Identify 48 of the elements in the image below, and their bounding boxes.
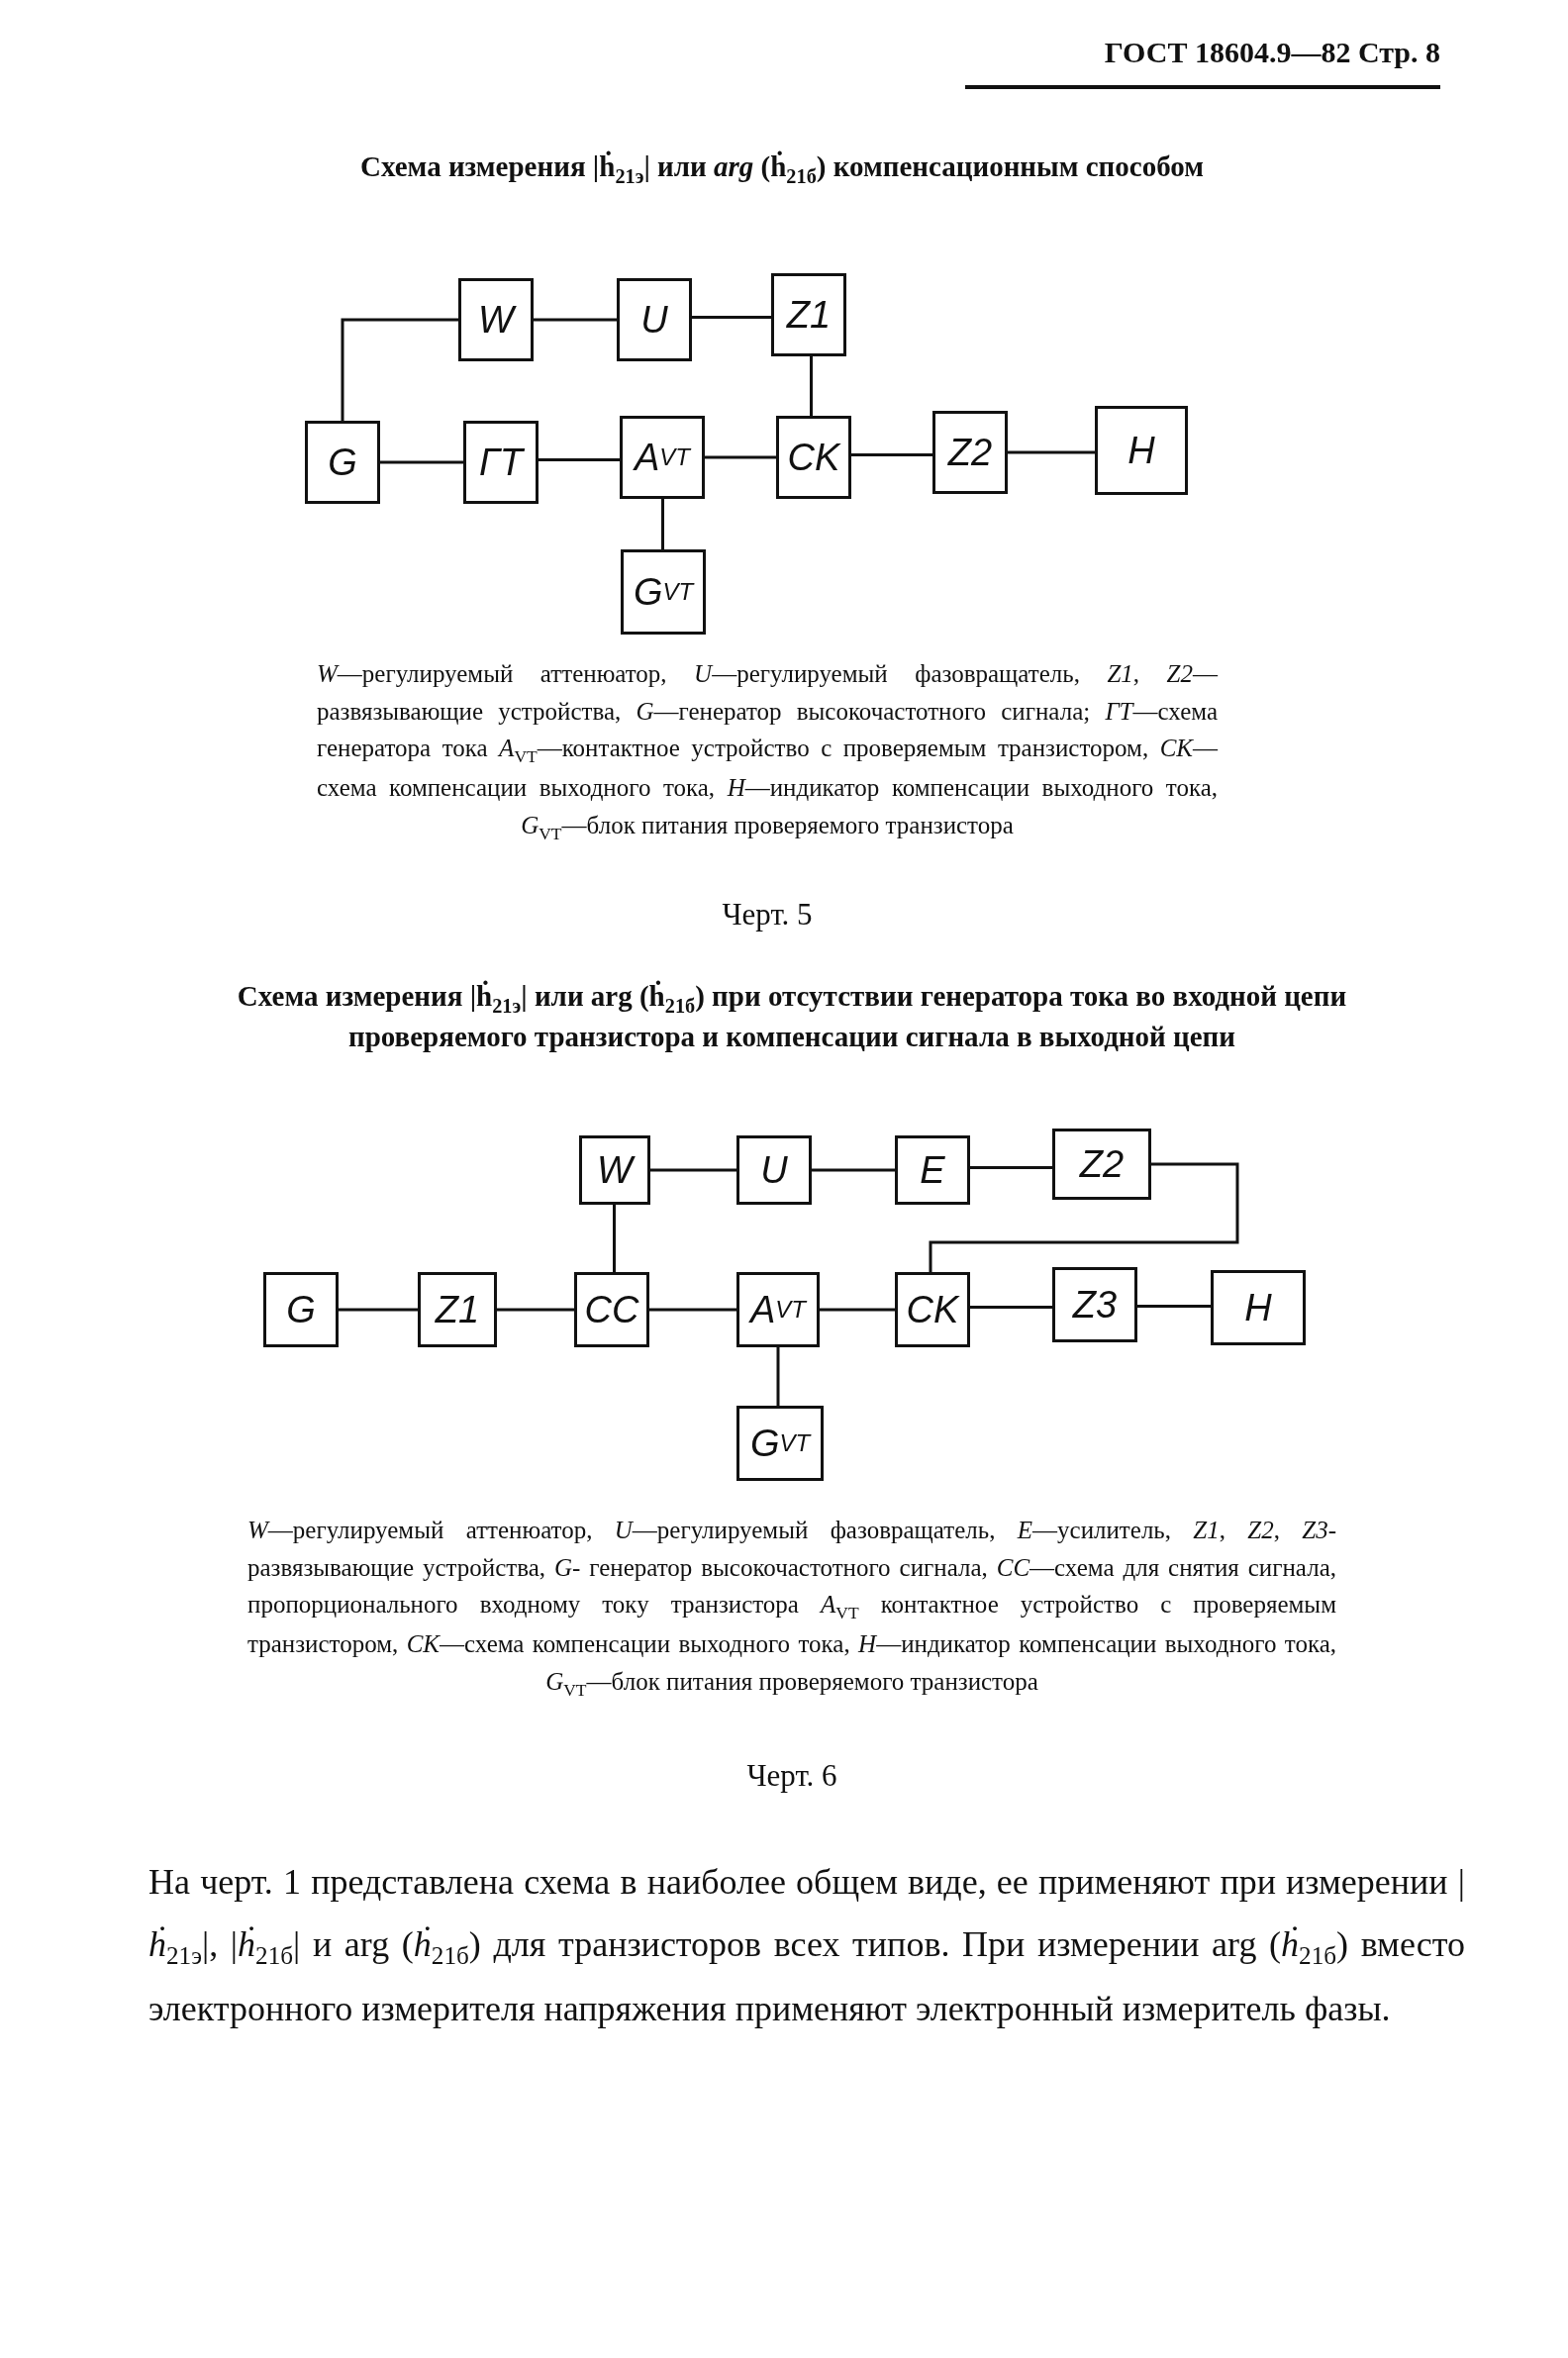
block-box: Z3 bbox=[1052, 1267, 1137, 1342]
block-box: H bbox=[1211, 1270, 1306, 1345]
connector-line bbox=[812, 1168, 895, 1172]
block-box: Z1 bbox=[418, 1272, 497, 1347]
connector-line bbox=[851, 453, 932, 456]
connector-line bbox=[539, 458, 620, 461]
block-box: CK bbox=[776, 416, 851, 499]
connector-line bbox=[649, 1308, 736, 1312]
connector-line bbox=[820, 1308, 895, 1312]
connector-line bbox=[339, 1308, 418, 1312]
block-box: U bbox=[736, 1135, 812, 1205]
block-box: G bbox=[263, 1272, 339, 1347]
block-box: Z2 bbox=[932, 411, 1008, 494]
block-box: ГТ bbox=[463, 421, 539, 504]
block-box: CC bbox=[574, 1272, 649, 1347]
body-paragraph: На черт. 1 представлена схема в наиболее общем виде, ее применяют при измерении |ḣ$_{21э}$|, |ḣ$_{21б}$| и arg (ḣ$_{21б}$) для транзисторов всех типов. При измерении arg (ḣ$_{21б}$) вместо электронного измерителя напряжения применяют электронный измеритель фазы. bbox=[148, 1861, 1465, 2031]
figure-number: Черт. 6 bbox=[745, 1757, 838, 1795]
connector-line bbox=[1008, 450, 1095, 454]
block-box: W bbox=[579, 1135, 650, 1205]
page-header: ГОСТ 18604.9—82 Стр. 8 bbox=[1103, 35, 1440, 70]
block-box: E bbox=[895, 1135, 970, 1205]
connector-line bbox=[970, 1306, 1052, 1309]
block-box: U bbox=[617, 278, 692, 361]
connector-line bbox=[341, 318, 458, 421]
figure-number: Черт. 5 bbox=[721, 896, 814, 933]
connector-line bbox=[534, 318, 617, 322]
block-box: CK bbox=[895, 1272, 970, 1347]
connector-line bbox=[380, 460, 463, 464]
connector-line bbox=[970, 1166, 1052, 1169]
connector-line bbox=[661, 499, 664, 549]
block-box: Z1 bbox=[771, 273, 846, 356]
connector-line bbox=[705, 455, 776, 459]
connector-line bbox=[613, 1205, 616, 1272]
block-box: H bbox=[1095, 406, 1188, 495]
block-box: Z2 bbox=[1052, 1129, 1151, 1200]
connector-line bbox=[650, 1168, 736, 1172]
connector-line bbox=[692, 316, 771, 319]
heading-text: Схема измерения |ḣ$_{21э}$| или arg (ḣ$_{21б}$) компенсационным способом bbox=[359, 149, 1205, 189]
block-box: G bbox=[305, 421, 380, 504]
connector-line bbox=[1137, 1305, 1211, 1308]
figure-caption: W—регулируемый аттенюатор, U—регулируемый фазовращатель, Z1, Z2—развязывающие устройства, G—генератор высокочастотного сигнала; ГТ—схема генератора тока A$_{VT}$—контактное устройство с проверяемым транзистором, CK—схема компенсации выходного тока, H—индикатор компенсации выходного тока, G$_{VT}$—блок питания проверяемого транзистора bbox=[317, 659, 1218, 845]
connector-line bbox=[810, 356, 813, 416]
figure-caption: W—регулируемый аттенюатор, U—регулируемый фазовращатель, E—усилитель, Z1, Z2, Z3- развязывающие устройства, G- генератор высокочастотного сигнала, CC—схема для снятия сигнала, пропорционального входному току транзистора A$_{VT}$ контактное устройство с проверяемым транзистором, CK—схема компенсации выходного тока, H—индикатор компенсации выходного тока, G$_{VT}$—блок питания проверяемого транзистора bbox=[247, 1516, 1336, 1702]
connector-line bbox=[776, 1347, 780, 1406]
connector-line bbox=[929, 1162, 1239, 1272]
block-box: W bbox=[458, 278, 534, 361]
connector-line bbox=[497, 1308, 574, 1312]
heading-text: Схема измерения |ḣ$_{21э}$| или arg (ḣ$_{21б}$) при отсутствии генератора тока во входной цепи проверяемого транзистора и компенсации сигнала в выходной цепи bbox=[236, 979, 1348, 1055]
